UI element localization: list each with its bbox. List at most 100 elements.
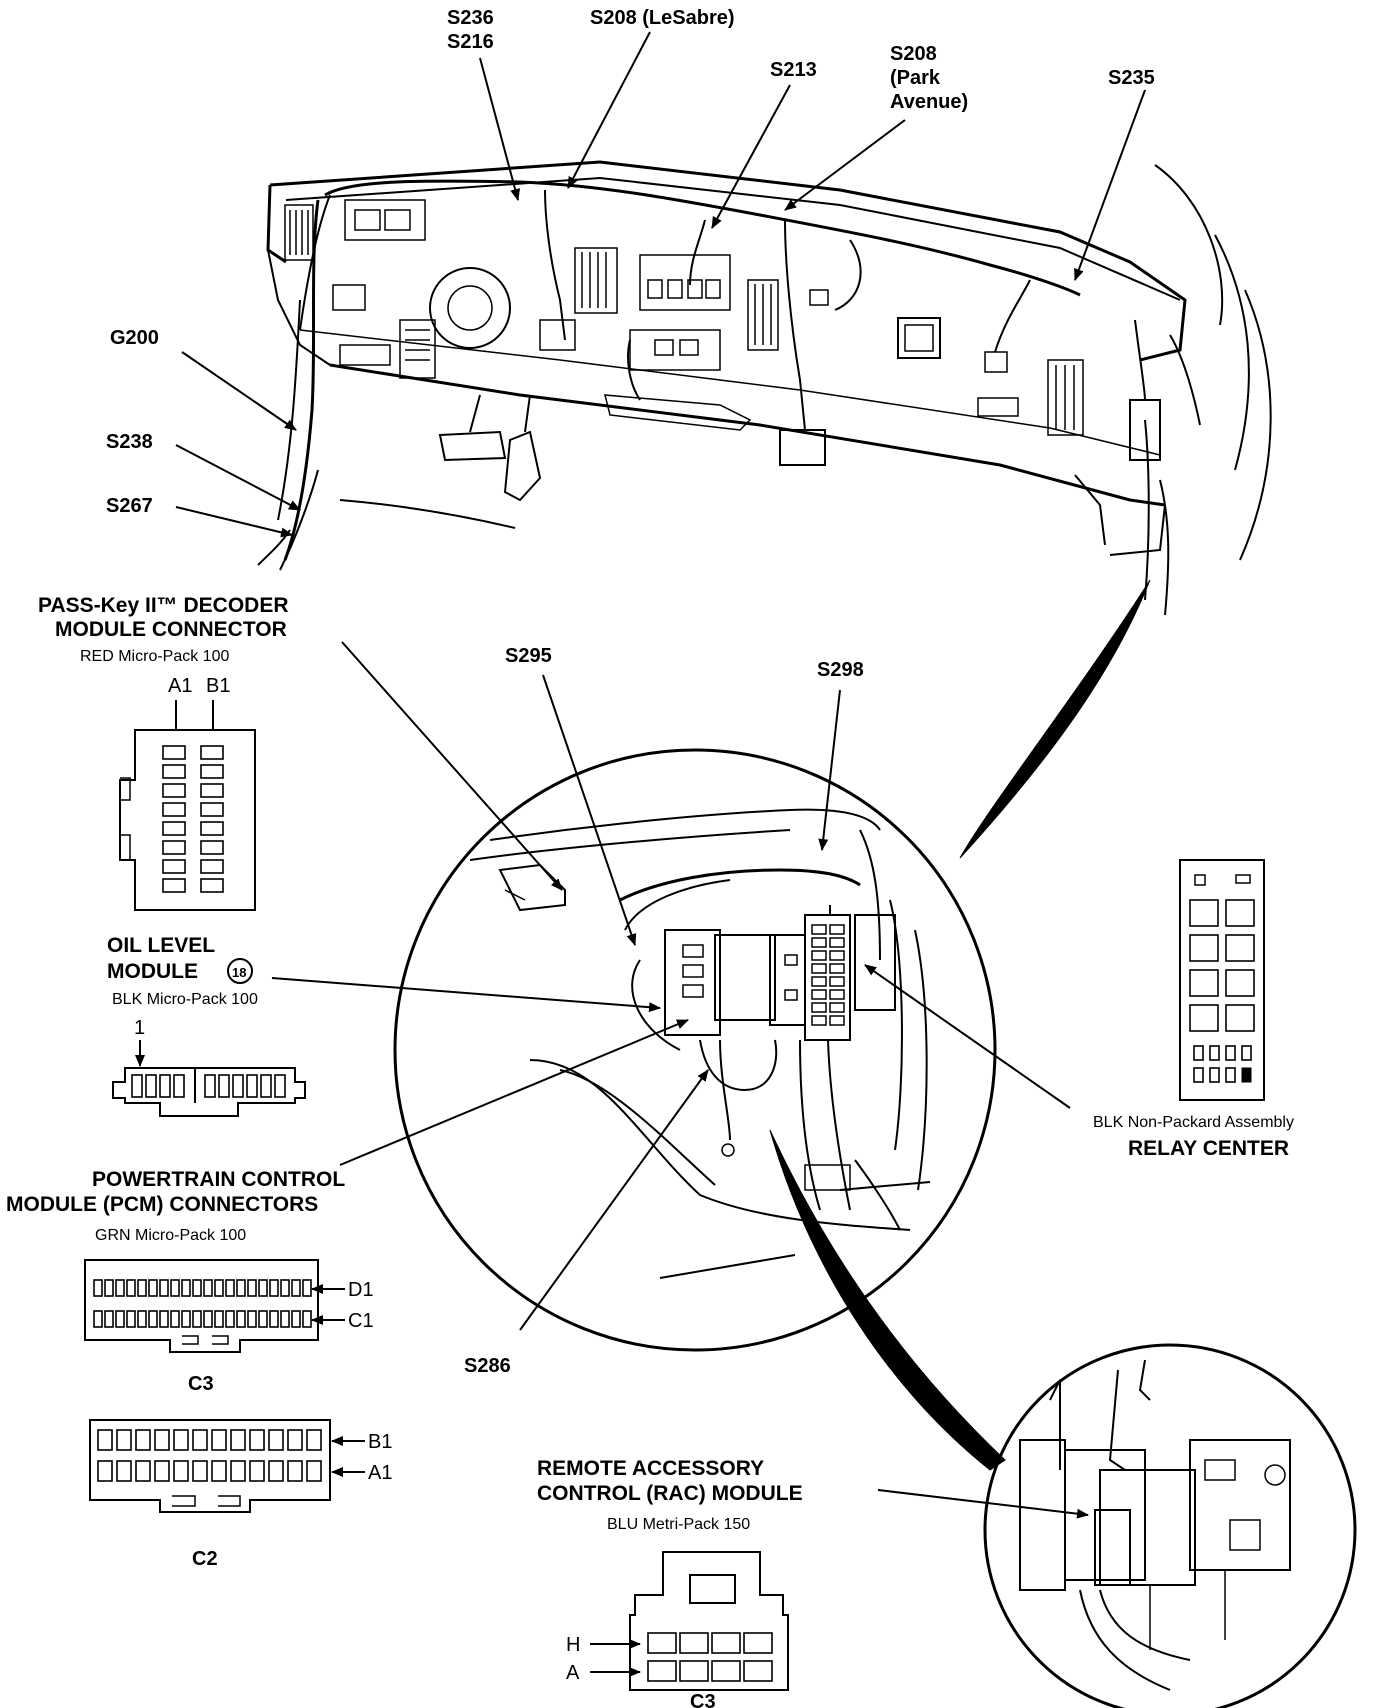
passkey-pin-cavity (162, 878, 186, 893)
passkey-pin-b1: B1 (206, 675, 230, 697)
pcm-c3-pin-cavity (115, 1279, 125, 1297)
pcm-subtitle: GRN Micro-Pack 100 (95, 1227, 246, 1244)
rac-pin-cavity (647, 1632, 677, 1654)
pcm-c3-pin-cavity (93, 1279, 103, 1297)
pcm-c2-label: C2 (192, 1548, 218, 1570)
callout-s236: S236 (447, 7, 494, 29)
pcm-c3-pin-cavity (192, 1310, 202, 1328)
callout-s295: S295 (505, 645, 552, 667)
rac-connector-face (629, 1551, 789, 1691)
passkey-title-line1: PASS-Key II™ DECODER (38, 594, 289, 617)
pcm-c3-pin-cavity (148, 1310, 158, 1328)
pcm-c2-pin-cavity (268, 1429, 284, 1451)
pcm-c3-pin-cavity (170, 1279, 180, 1297)
pcm-c3-pin-cavity (214, 1279, 224, 1297)
pcm-c3-pin-cavity (159, 1279, 169, 1297)
relay-stack-slot (829, 924, 845, 935)
passkey-pin-cavity (200, 802, 224, 817)
passkey-pin-cavity (200, 878, 224, 893)
oil-level-pin-1: 1 (134, 1017, 145, 1039)
pcm-c3-pin-cavity (225, 1279, 235, 1297)
magnify-swoosh-upper (959, 579, 1151, 859)
relay-center-fuse-slot (1241, 1067, 1252, 1083)
callout-s208-park-line3: Avenue) (890, 91, 968, 113)
pcm-c2-pin-cavity (268, 1460, 284, 1482)
oil-level-pin-cavity (173, 1074, 185, 1098)
rac-pin-cavity (743, 1660, 773, 1682)
pcm-c2-pin-cavity (287, 1460, 303, 1482)
oil-level-pin-cavity (232, 1074, 244, 1098)
pcm-c2-pin-cavity (135, 1460, 151, 1482)
callout-s267: S267 (106, 495, 153, 517)
relay-stack-slot (829, 937, 845, 948)
center-callout-leaders (271, 641, 1071, 1331)
rac-subtitle: BLU Metri-Pack 150 (607, 1516, 750, 1533)
pcm-c2-pin-cavity (230, 1429, 246, 1451)
passkey-pin-cavity (200, 859, 224, 874)
relay-center-fuse-slot (1193, 1067, 1204, 1083)
pcm-title-line1: POWERTRAIN CONTROL (92, 1168, 345, 1191)
pcm-c2-pin-cavity (97, 1429, 113, 1451)
oil-level-connector-face (112, 1067, 306, 1117)
pcm-c2-pin-cavity (173, 1429, 189, 1451)
pcm-c2-pin-cavity (192, 1460, 208, 1482)
pcm-c3-pin-cavity (93, 1310, 103, 1328)
pcm-c2-pin-cavity (306, 1460, 322, 1482)
relay-center-fuse-slot (1241, 1045, 1252, 1061)
oil-level-pin-cavity (204, 1074, 216, 1098)
relay-center-face (1179, 859, 1265, 1101)
pcm-c2-pin-cavity (230, 1460, 246, 1482)
rac-leader (877, 1489, 1089, 1519)
rac-pin-cavity (679, 1660, 709, 1682)
pcm-c3-pin-cavity (280, 1310, 290, 1328)
rac-pin-cavity (743, 1632, 773, 1654)
relay-center-fuse-slot (1193, 1045, 1204, 1061)
pcm-c3-pin-cavity (214, 1310, 224, 1328)
relay-center-socket (1225, 899, 1255, 927)
callout-s286: S286 (464, 1355, 511, 1377)
callout-s238: S238 (106, 431, 153, 453)
pcm-c3-pin-cavity (181, 1310, 191, 1328)
relay-stack-slot (811, 1002, 827, 1013)
oil-level-subtitle: BLK Micro-Pack 100 (112, 991, 258, 1008)
rac-pin-h: H (566, 1634, 580, 1656)
passkey-title-line2: MODULE CONNECTOR (55, 618, 287, 641)
pcm-c3-pin-cavity (225, 1310, 235, 1328)
passkey-connector-face (119, 700, 256, 911)
pcm-c2-pin-cavity (192, 1429, 208, 1451)
passkey-pin-cavity (162, 840, 186, 855)
top-callout-leaders (175, 31, 1146, 538)
oil-level-pin-cavity (145, 1074, 157, 1098)
relay-stack-slot (829, 1015, 845, 1026)
pcm-c3-pin-cavity (192, 1279, 202, 1297)
callout-s235: S235 (1108, 67, 1155, 89)
relay-center-fuse-slot (1209, 1067, 1220, 1083)
pcm-c2-pin-cavity (211, 1429, 227, 1451)
pcm-c3-pin-cavity (104, 1310, 114, 1328)
relay-stack-slot (829, 950, 845, 961)
magnified-view-center (393, 579, 1151, 1352)
relay-center-fuse-slot (1225, 1067, 1236, 1083)
pcm-c3-pin-cavity (181, 1279, 191, 1297)
oil-level-badge: 18 (232, 965, 246, 980)
pcm-c3-pin-cavity (137, 1279, 147, 1297)
pcm-c2-pin-cavity (287, 1429, 303, 1451)
pcm-pin-b1: B1 (368, 1431, 392, 1453)
passkey-pin-cavity (200, 821, 224, 836)
passkey-pin-cavity (162, 745, 186, 760)
relay-stack-slot (811, 976, 827, 987)
pcm-c2-pin-cavity (211, 1460, 227, 1482)
callout-s208-lesabre: S208 (LeSabre) (590, 7, 735, 29)
pcm-c3-label: C3 (188, 1373, 214, 1395)
oil-level-title-line2: MODULE (107, 960, 198, 983)
instrument-panel-illustration (257, 160, 1272, 616)
callout-s208-park-line2: (Park (890, 67, 941, 89)
oil-level-pin-cavity (274, 1074, 286, 1098)
rac-c3-label: C3 (690, 1691, 716, 1708)
callout-s213: S213 (770, 59, 817, 81)
pcm-c2-pin-cavity (249, 1460, 265, 1482)
passkey-pin-cavity (200, 783, 224, 798)
pcm-c2-pin-cavity (306, 1429, 322, 1451)
pcm-pin-d1: D1 (348, 1279, 374, 1301)
